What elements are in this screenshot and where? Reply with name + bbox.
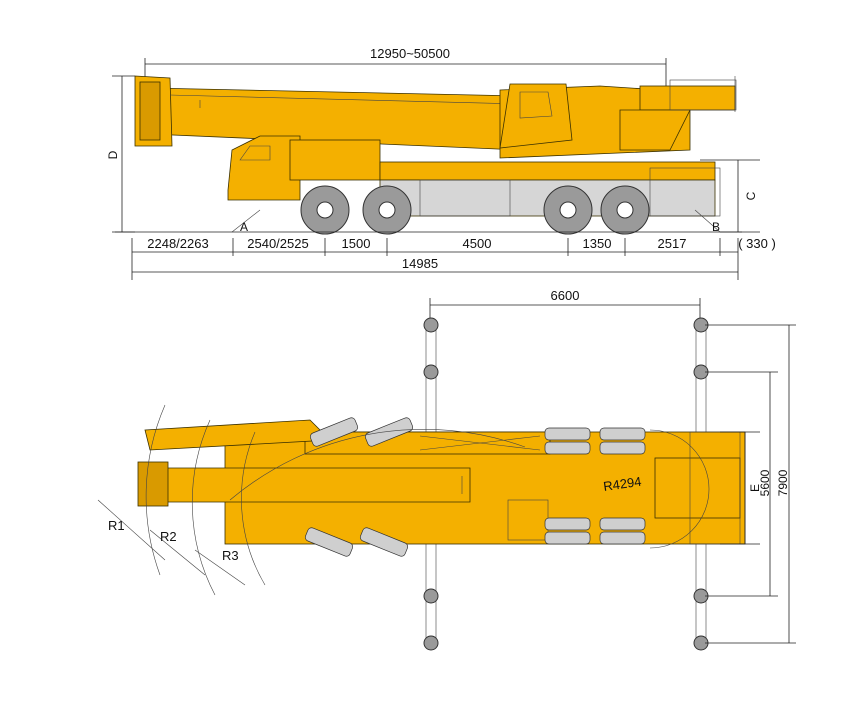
top-view: 6600 bbox=[97, 288, 796, 651]
width-5600-dimension: 5600 bbox=[705, 371, 778, 597]
angle-lines: A B bbox=[231, 209, 721, 234]
height-d-dimension: D bbox=[106, 75, 135, 233]
point-b-label: B bbox=[712, 220, 720, 234]
segment-label: 1500 bbox=[342, 236, 371, 251]
outrigger-span-dimension: 6600 bbox=[429, 288, 701, 318]
width-7900-dimension: 7900 bbox=[705, 324, 796, 644]
front-radius-arcs: R1 R2 R3 bbox=[97, 404, 266, 596]
driver-cab bbox=[227, 135, 301, 201]
boom-top bbox=[137, 419, 471, 507]
tail-swing-radius: R4294 bbox=[229, 429, 710, 549]
axle-spacing-dimensions: 2248/2263 2540/2525 1500 4500 1350 2517 … bbox=[131, 236, 776, 280]
outrigger-pad bbox=[423, 317, 439, 333]
segment-label: 1350 bbox=[583, 236, 612, 251]
boom-length-dimension: 12950~50500 bbox=[144, 46, 667, 90]
width-7900-label: 7900 bbox=[776, 469, 790, 496]
side-view: 12950~50500 D C bbox=[106, 46, 776, 280]
segment-label: 4500 bbox=[463, 236, 492, 251]
total-length-label: 14985 bbox=[402, 256, 438, 271]
point-a-label: A bbox=[240, 220, 248, 234]
radius-label: R1 bbox=[108, 518, 125, 533]
superstructure bbox=[499, 76, 737, 159]
radius-label: R2 bbox=[160, 529, 177, 544]
width-5600-label: 5600 bbox=[758, 469, 772, 496]
width-e-label: E bbox=[748, 484, 762, 492]
height-d-label: D bbox=[106, 150, 120, 159]
tail-radius-label: R4294 bbox=[602, 474, 642, 494]
segment-label: 2540/2525 bbox=[247, 236, 308, 251]
segment-label: 2248/2263 bbox=[147, 236, 208, 251]
axle-wheels bbox=[300, 185, 650, 235]
outrigger-pad bbox=[423, 635, 439, 651]
outrigger-pad bbox=[423, 588, 439, 604]
main-boom bbox=[134, 75, 521, 151]
outrigger-pad bbox=[423, 364, 439, 380]
top-tires bbox=[304, 417, 646, 557]
rear-extra-label: ( 330 ) bbox=[738, 236, 776, 251]
clearance-c-label: C bbox=[744, 191, 758, 200]
radius-label: R3 bbox=[222, 548, 239, 563]
outrigger-span-label: 6600 bbox=[551, 288, 580, 303]
segment-label: 2517 bbox=[658, 236, 687, 251]
total-length-dimension: 14985 bbox=[132, 256, 738, 273]
outriggers bbox=[423, 317, 709, 651]
boom-length-label: 12950~50500 bbox=[370, 46, 450, 61]
width-e-dimension: E bbox=[720, 431, 762, 545]
